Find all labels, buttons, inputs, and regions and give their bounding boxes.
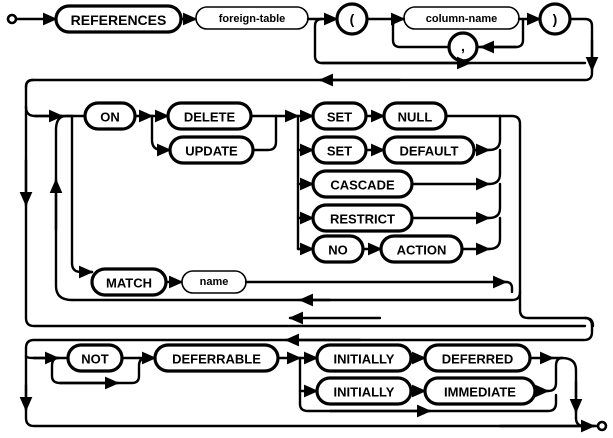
node-initially-immediate-initially-label: INITIALLY (334, 385, 395, 400)
node-comma-label: , (461, 38, 465, 54)
rail-comma-loop-left (391, 17, 451, 49)
rail-paren-group-bypass (313, 17, 587, 65)
row-on-action-match: ON DELETE UPDATE SET NULL SET DEFAULT (19, 78, 595, 358)
rail-wrap-row2-to-row3 (24, 316, 594, 358)
node-match-label: MATCH (106, 276, 152, 291)
rail-row2-leftrail (24, 105, 587, 328)
node-no-label: NO (328, 243, 348, 258)
node-set-null-set-label: SET (327, 110, 352, 125)
rail-rparen-to-rightrail (568, 17, 594, 65)
node-on-label: ON (100, 110, 120, 125)
node-column-name-label: column-name (426, 13, 498, 25)
node-default-label: DEFAULT (400, 144, 459, 159)
rail-cascade-merge (487, 148, 502, 186)
node-lparen-label: ( (350, 11, 355, 27)
row-deferrable: NOT DEFERRABLE INITIALLY DEFERRED INITIA… (19, 343, 608, 433)
node-references-label: REFERENCES (71, 12, 167, 28)
node-not-label: NOT (81, 352, 109, 367)
node-rparen-label: ) (553, 11, 558, 27)
rail-restrict-merge (487, 182, 502, 220)
rail-update-merge (251, 114, 278, 152)
rail-on-branch-return (70, 114, 522, 302)
rail-row2-exit-right (518, 290, 595, 328)
rail-initially-group-bypass (298, 393, 558, 413)
node-action-label: ACTION (397, 243, 447, 258)
rail-row3-bottom-bypass (24, 354, 600, 428)
node-delete-label: DELETE (184, 110, 236, 125)
end-marker (596, 420, 608, 432)
node-immediate-label: IMMEDIATE (444, 385, 516, 400)
node-restrict-label: RESTRICT (330, 212, 395, 227)
node-null-label: NULL (398, 110, 433, 125)
node-cascade-label: CASCADE (330, 178, 395, 193)
rail-default-merge (487, 114, 502, 152)
rail-row2-entry (24, 105, 87, 118)
rail-immediate-merge (546, 356, 564, 393)
rail-wrap-row1-to-row2 (24, 61, 594, 109)
rail-row3-exit-right (560, 356, 578, 420)
node-name-label: name (200, 276, 229, 288)
rail-action-merge (487, 216, 502, 251)
rail-not-bypass (50, 356, 157, 385)
row-references: REFERENCES foreign-table ( column-name )… (6, 2, 599, 109)
rail-name-merge (504, 280, 514, 294)
node-deferred-label: DEFERRED (442, 352, 514, 367)
node-update-label: UPDATE (185, 144, 238, 159)
node-initially-deferred-initially-label: INITIALLY (334, 352, 395, 367)
rail-row2-leftrail-top (24, 78, 35, 89)
rail-to-match-branch (70, 114, 94, 274)
node-foreign-table-label: foreign-table (219, 13, 286, 25)
node-set-default-set-label: SET (327, 144, 352, 159)
rail-on-group-repeat (54, 114, 74, 302)
node-deferrable-label: DEFERRABLE (172, 352, 261, 367)
